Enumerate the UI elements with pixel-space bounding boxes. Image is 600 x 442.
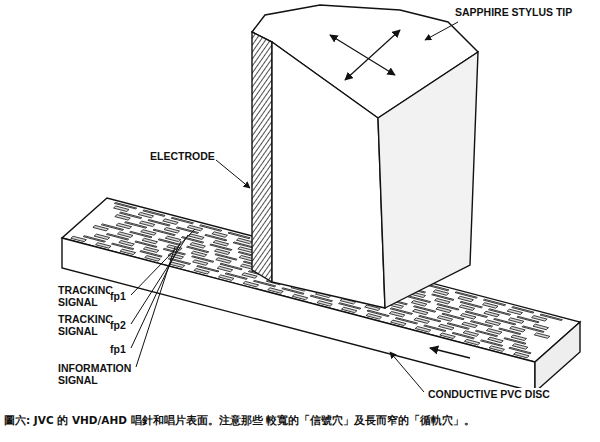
- disc-pit: [119, 241, 135, 247]
- disc-pit: [442, 313, 464, 320]
- disc-pit: [120, 249, 136, 254]
- disc-pit: [460, 301, 482, 308]
- part-label: CONDUCTIVE PVC DISC: [428, 388, 568, 400]
- disc-pit: [483, 299, 505, 306]
- disc-pit: [540, 314, 562, 320]
- disc-pit: [96, 243, 112, 249]
- disc-pit: [200, 225, 222, 232]
- disc-pit: [465, 311, 487, 318]
- disc-pit: [171, 217, 193, 223]
- disc-pit: [210, 244, 232, 250]
- disc-pit: [489, 309, 511, 316]
- disc-pit: [408, 296, 430, 303]
- disc-pit: [197, 266, 219, 272]
- frequency-label: fp2: [110, 319, 130, 331]
- disc-pit: [190, 243, 206, 249]
- disc-pit: [395, 318, 417, 324]
- disc-pit: [187, 246, 209, 253]
- frequency-label: fp1: [110, 290, 130, 302]
- disc-pit: [292, 294, 308, 300]
- disc-pit: [165, 236, 181, 241]
- disc-pit: [512, 307, 534, 314]
- disc-pit: [464, 339, 480, 345]
- signal-label: INFORMATION SIGNAL: [58, 362, 134, 386]
- disc-pit: [142, 238, 157, 244]
- disc-pit: [512, 344, 528, 350]
- disc-pit: [509, 347, 531, 354]
- disc-pit: [212, 232, 228, 238]
- disc-pit: [534, 333, 550, 338]
- figure-caption: 圖六: JVC 的 VHD/AHD 唱針和唱片表面。注意那些 較寬的「信號穴」及…: [4, 414, 475, 427]
- part-label: ELECTRODE: [150, 150, 216, 162]
- disc-pit: [419, 315, 441, 321]
- disc-pit: [143, 247, 159, 252]
- disc-pit: [455, 292, 477, 298]
- frequency-label: fp1: [110, 343, 130, 355]
- part-label: SAPPHIRE STYLUS TIP: [455, 6, 595, 18]
- disc-pit: [367, 310, 389, 317]
- disc-pit: [432, 294, 454, 300]
- disc-pit: [414, 306, 436, 312]
- disc-pit: [437, 304, 459, 310]
- disc-pit: [488, 337, 504, 343]
- disc-pit: [228, 232, 250, 239]
- disc-pit: [189, 234, 205, 239]
- disc-pit: [489, 346, 505, 351]
- signal-label: TRACKING SIGNAL: [58, 313, 115, 337]
- disc-pit: [114, 203, 136, 209]
- disc-pit: [215, 254, 237, 260]
- disc-pit: [192, 256, 214, 262]
- disc-pit: [268, 288, 284, 294]
- disc-pit: [143, 210, 165, 217]
- disc-pit: [533, 324, 549, 330]
- disc-pit: [511, 335, 527, 340]
- sapphire-stylus: [252, 5, 478, 308]
- disc-pit: [339, 303, 361, 309]
- leader-lines: [131, 22, 458, 392]
- disc-pit: [213, 240, 229, 246]
- signal-label: TRACKING SIGNAL: [58, 284, 115, 308]
- disc-pit: [220, 263, 242, 270]
- disc-pit: [390, 308, 412, 315]
- disc-pit: [120, 212, 142, 219]
- disc-pit: [140, 251, 162, 258]
- disc-pit: [237, 238, 253, 244]
